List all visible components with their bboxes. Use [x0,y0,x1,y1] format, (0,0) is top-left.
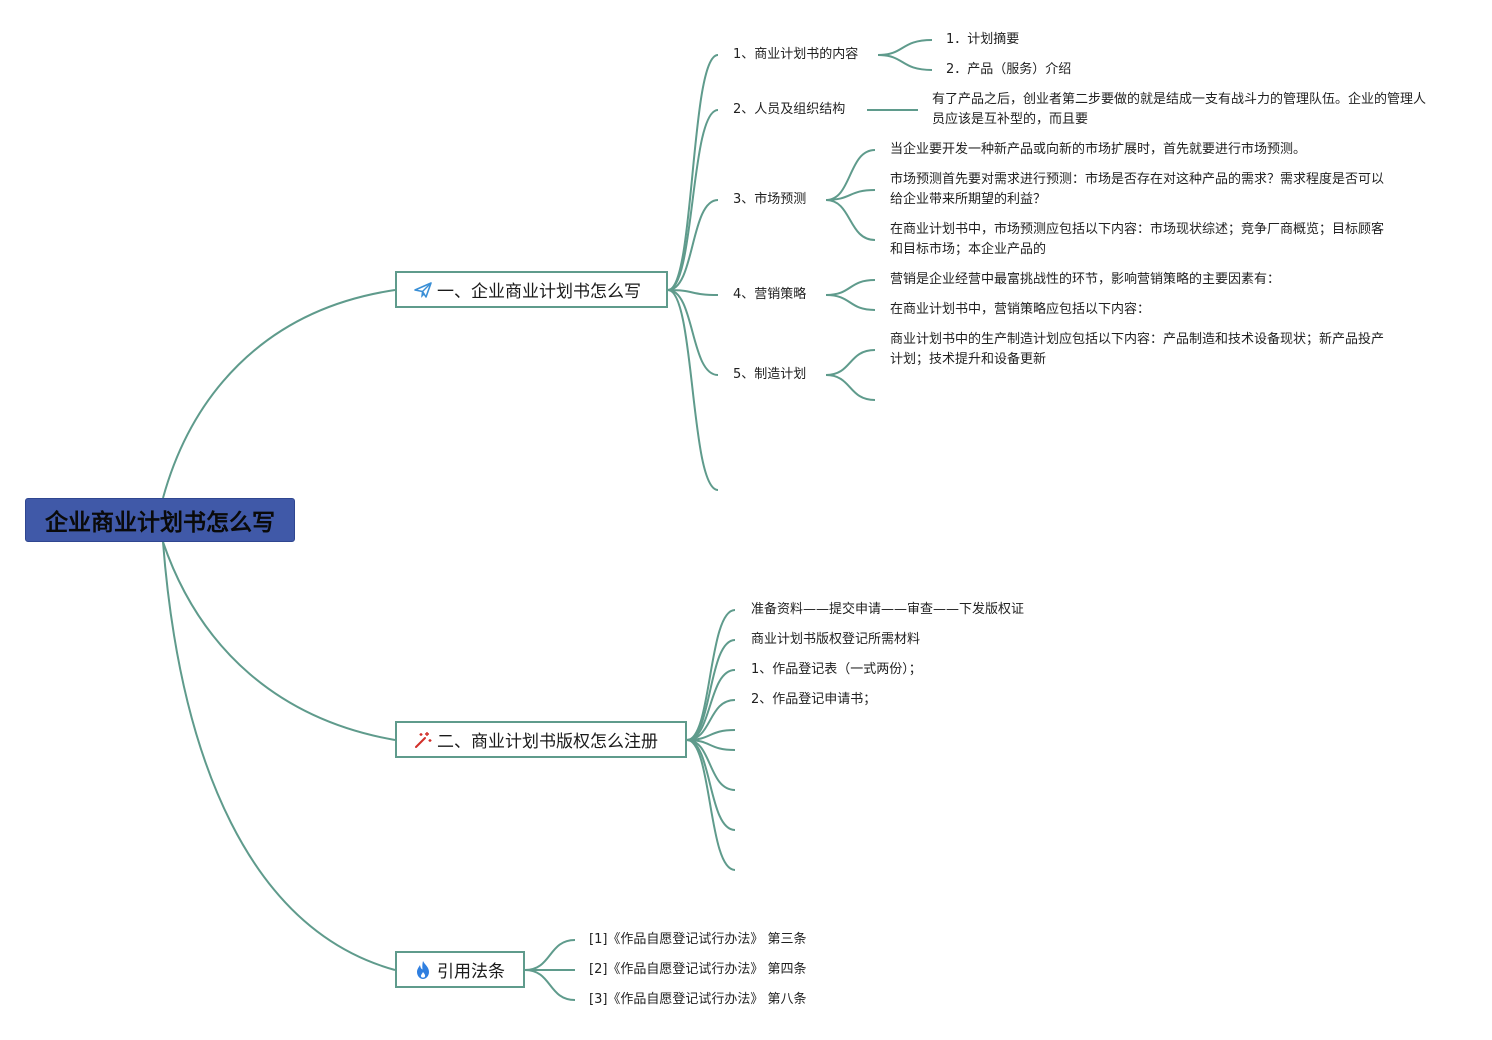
root-title: 企业商业计划书怎么写 [45,510,275,536]
citation-item[interactable]: [2]《作品自愿登记试行办法》 第四条 [589,962,807,977]
leaf-text[interactable]: 当企业要开发一种新产品或向新的市场扩展时，首先就要进行市场预测。 [890,142,1307,157]
citation-item[interactable]: [3]《作品自愿登记试行办法》 第八条 [589,992,807,1007]
connector [686,739,736,791]
subtopic-marketing-strategy[interactable]: 4、营销策略 [733,287,807,302]
subtopic-manufacturing-plan[interactable]: 5、制造计划 [733,367,807,382]
connector [524,969,576,1001]
connector [686,739,736,831]
connector [877,39,933,56]
branch-title: 一、企业商业计划书怎么写 [437,282,641,302]
connector [667,199,719,291]
leaf-text[interactable]: 2、作品登记申请书； [751,692,877,707]
connector [686,609,736,741]
connector [162,541,396,971]
connector [686,739,736,871]
connector [825,279,876,296]
connector [667,289,719,376]
connector [667,109,719,291]
root-topic[interactable]: 企业商业计划书怎么写 [25,498,295,542]
leaf-text[interactable]: 有了产品之后，创业者第二步要做的就是结成一支有战斗力的管理队伍。企业的管理人员应… [932,92,1427,127]
branch-copyright-registration[interactable]: 二、商业计划书版权怎么注册 [395,721,687,758]
leaf-text[interactable]: 商业计划书版权登记所需材料 [751,632,921,647]
connector [877,54,933,71]
magic-wand-icon [415,731,432,748]
connector [825,149,876,201]
leaf-item[interactable]: 2．产品（服务）介绍 [946,62,1072,77]
leaf-text[interactable]: 在商业计划书中，市场预测应包括以下内容：市场现状综述；竞争厂商概览；目标顾客和目… [890,222,1385,257]
connector [162,541,396,741]
connector [667,289,719,296]
subtopic-plan-content[interactable]: 1、商业计划书的内容 [733,47,859,62]
branch-cited-laws[interactable]: 引用法条 [395,951,525,988]
branch-title: 二、商业计划书版权怎么注册 [437,732,658,752]
connector [825,294,876,311]
branch-business-plan-writing[interactable]: 一、企业商业计划书怎么写 [395,271,668,308]
leaf-text[interactable]: 准备资料——提交申请——审查——下发版权证 [751,602,1025,617]
leaf-text[interactable]: 1、作品登记表（一式两份）； [751,662,922,677]
leaf-item[interactable]: 1．计划摘要 [946,32,1020,47]
connector [825,199,876,241]
leaf-text[interactable]: 商业计划书中的生产制造计划应包括以下内容：产品制造和技术设备现状；新产品投产计划… [890,332,1385,367]
citation-item[interactable]: [1]《作品自愿登记试行办法》 第三条 [589,932,807,947]
flame-icon [417,960,429,979]
connector [686,639,736,741]
leaf-text[interactable]: 营销是企业经营中最富挑战性的环节，影响营销策略的主要因素有： [890,272,1281,287]
subtopic-market-forecast[interactable]: 3、市场预测 [733,192,807,207]
connector [825,349,876,376]
connector [524,939,576,971]
branch-title: 引用法条 [437,962,505,982]
connector [667,54,719,291]
paper-plane-icon [414,281,432,298]
connector [667,289,719,491]
connector [686,669,736,741]
subtopic-personnel-structure[interactable]: 2、人员及组织结构 [733,102,846,117]
connector [825,374,876,401]
leaf-text[interactable]: 市场预测首先要对需求进行预测：市场是否存在对这种产品的需求？需求程度是否可以给企… [890,172,1385,207]
leaf-text[interactable]: 在商业计划书中，营销策略应包括以下内容： [890,302,1151,317]
connector [162,289,396,499]
